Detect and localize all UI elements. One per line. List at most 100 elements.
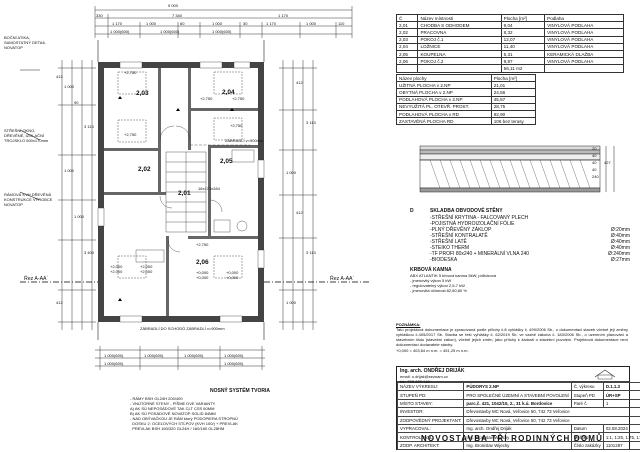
right-dim-6: 1 000 bbox=[286, 300, 297, 305]
right-dim-1: 412 bbox=[296, 80, 303, 85]
table-row: 2,01 CHODBA S ODHODEM 9,04 VINYLOVÁ PODL… bbox=[395, 21, 624, 30]
cell: 2,05 bbox=[395, 49, 419, 59]
structural-line: - RÁMY BSH GL24H 200/400 bbox=[130, 396, 183, 401]
bottom-dim-4: 1 000(600) bbox=[224, 353, 244, 358]
structural-note: NOSNÝ SYSTÉM TVORIA - RÁMY BSH GL24H 200… bbox=[130, 388, 350, 431]
cell: ZASTAVĚNÁ PLOCHA RD bbox=[396, 117, 492, 126]
left-dim-4: 3 113 bbox=[84, 124, 94, 129]
cell: PODLAHOVÁ PLOCHA v 2.NP bbox=[396, 95, 492, 104]
cell: 24,56 bbox=[490, 88, 537, 97]
zabradli-label: ZÁBRADLÍ v=900mm bbox=[225, 138, 264, 143]
room-2-06: 2,06 bbox=[196, 259, 209, 266]
cell: 9,04 bbox=[500, 21, 546, 30]
title-value: Ing. arch. Ondřej Driják bbox=[463, 423, 572, 434]
table-row: 2,04 LOŽNICE 11,40 VINYLOVÁ PODLAHA bbox=[395, 42, 624, 51]
title-key: Paré č. bbox=[570, 398, 604, 409]
section-mark-left: Řez A-AA´ bbox=[24, 276, 49, 282]
architect-email: email: o.drijak@seznam.cz bbox=[400, 374, 448, 379]
layer-thickness: Ø:40mm bbox=[610, 233, 630, 239]
bottom-dim-1: 1 000(600) bbox=[104, 353, 124, 358]
cell: 28,75 bbox=[490, 102, 537, 111]
title-value: Dřevostavby MC Nová, Veřovice 50, 742 73… bbox=[463, 407, 640, 417]
col-header: Název plochy bbox=[396, 73, 492, 83]
krbova-kamna-line: ABX ATLANTIK 5 krbová kamna 5kW, průtoko… bbox=[410, 273, 496, 278]
title-value: ÚR+SP bbox=[602, 390, 640, 400]
table-row-total: 56,11 m2 bbox=[395, 64, 624, 73]
bottom-zabradli-note: ZÁBRADLÍ DO SCHODŮ ZÁBRADLÍ v=900mm bbox=[140, 326, 225, 331]
krbova-kamna-title: KRBOVÁ KAMNA bbox=[410, 267, 452, 273]
layer-name: -PLNÝ DŘEVĚNÝ ZÁKLOP bbox=[430, 227, 492, 233]
sill-level-4: +0,000 +0,000 bbox=[226, 270, 239, 280]
cell: KERAMICKÁ DLAŽBA bbox=[544, 49, 624, 59]
section-mark-right: Řez A-AA´ bbox=[330, 276, 355, 282]
cell: 9,97 bbox=[500, 57, 546, 66]
wall-section-detail bbox=[419, 145, 615, 193]
layer-thickness: Ø:40mm bbox=[610, 239, 630, 245]
cell: VINYLOVÁ PODLAHA bbox=[544, 35, 624, 44]
cell: POKOJ č.2 bbox=[417, 57, 502, 66]
title-value: Dřevostavby MC Nová, Veřovice 50, 742 73… bbox=[463, 415, 640, 425]
left-dim-2: 1 000 bbox=[64, 84, 75, 89]
cell: UŽITNÁ PLOCHA v 2.NP bbox=[396, 81, 492, 90]
rooms-total: 56,11 m2 bbox=[500, 64, 546, 73]
bottom-dim-2: 1 000(600) bbox=[144, 353, 164, 358]
title-row: STUPEŇ PD:PRO SPOLEČNÉ ÚZEMNÍ A STAVEBNÍ… bbox=[396, 390, 640, 400]
layer-name: -STŘEŠNÍ KRYTINA - FALCOVANÝ PLECH bbox=[430, 215, 529, 221]
layer-row: -POJISTNÁ HYDROIZOLAČNÍ FÓLIE bbox=[430, 221, 630, 227]
structural-line: DOSKU 2: OCEĽOVÝCH STĹPOV (KVH 100/) + P… bbox=[130, 421, 238, 426]
cell: OBYTNÁ PLOCHA v 2.NP bbox=[396, 88, 492, 97]
layer-row: -STŘEŠNÍ KRYTINA - FALCOVANÝ PLECH bbox=[430, 215, 630, 221]
section-dim-1: 20 bbox=[592, 146, 597, 151]
section-dim-4: 40 bbox=[592, 167, 597, 172]
title-row: INVESTOR:Dřevostavby MC Nová, Veřovice 5… bbox=[396, 407, 640, 417]
cell: CHODBA S ODHODEM bbox=[417, 21, 502, 30]
section-dim-3: 40 bbox=[592, 160, 597, 165]
sill-level-2: +2,000 +2,000 bbox=[140, 264, 153, 274]
layer-name: -POJISTNÁ HYDROIZOLAČNÍ FÓLIE bbox=[430, 221, 515, 227]
cell: VINYLOVÁ PODLAHA bbox=[544, 28, 624, 37]
title-key: ZODP. ARCHITEKT: bbox=[396, 440, 465, 451]
title-value: 1101287 bbox=[602, 440, 640, 451]
right-dim-5: 3 113 bbox=[306, 250, 316, 255]
window-level-4: +2,750 bbox=[124, 132, 137, 137]
top-dim-k: 1 000(600) bbox=[160, 29, 180, 34]
top-dim-b: 1 000 bbox=[146, 21, 157, 26]
cell: 2,01 bbox=[395, 21, 419, 30]
layer-name: -STŘEŠNÍ LATĚ bbox=[430, 239, 467, 245]
top-dim-d: 1 000 bbox=[212, 21, 223, 26]
title-value: 02.08.2024 bbox=[602, 423, 640, 434]
window-level-3: +2,750 bbox=[232, 96, 245, 101]
rooms-table-header: Č Název místnosti Plocha [m²] Podlaha bbox=[395, 13, 624, 23]
title-row: MÍSTO STAVBY:parc.č. 421, 1042/15, 2., 3… bbox=[396, 398, 640, 409]
table-row: 2,02 PRACOVNA 8,32 VINYLOVÁ PODLAHA bbox=[395, 28, 624, 37]
title-block: Ing. arch. ONDŘEJ DRIJÁK email: o.drijak… bbox=[396, 366, 640, 451]
col-header: Název místnosti bbox=[417, 13, 502, 23]
cell: PRACOVNA bbox=[417, 28, 502, 37]
room-2-01: 2,01 bbox=[178, 190, 191, 197]
architect-name: Ing. arch. ONDŘEJ DRIJÁK bbox=[400, 368, 465, 374]
col-header: Č bbox=[395, 13, 419, 23]
cell: 5,31 bbox=[500, 49, 546, 59]
window-level-5: +2,750 bbox=[230, 123, 243, 128]
structural-line: - NAD OBÝVAČKOU JE RÁM ktorý PODOPIERA S… bbox=[130, 416, 238, 421]
table-row: 2,06 POKOJ č.2 9,97 VINYLOVÁ PODLAHA bbox=[395, 57, 624, 66]
cell: 2,03 bbox=[395, 35, 419, 44]
title-value: 1 bbox=[602, 398, 640, 409]
table-row: 2,03 POKOJ č.1 12,07 VINYLOVÁ PODLAHA bbox=[395, 35, 624, 44]
top-dim-j: 1 000(600) bbox=[110, 29, 130, 34]
title-row: ZODPOVĚDNÝ PROJEKTANT:Dřevostavby MC Nov… bbox=[396, 415, 640, 425]
section-title: SKLADBA OBVODOVÉ STĚNY bbox=[430, 208, 503, 214]
cell: LOŽNICE bbox=[417, 42, 502, 51]
top-dim-a: 1 170 bbox=[112, 21, 123, 26]
left-dim-6: 1 000 bbox=[74, 214, 85, 219]
cell: 2,04 bbox=[395, 42, 419, 51]
